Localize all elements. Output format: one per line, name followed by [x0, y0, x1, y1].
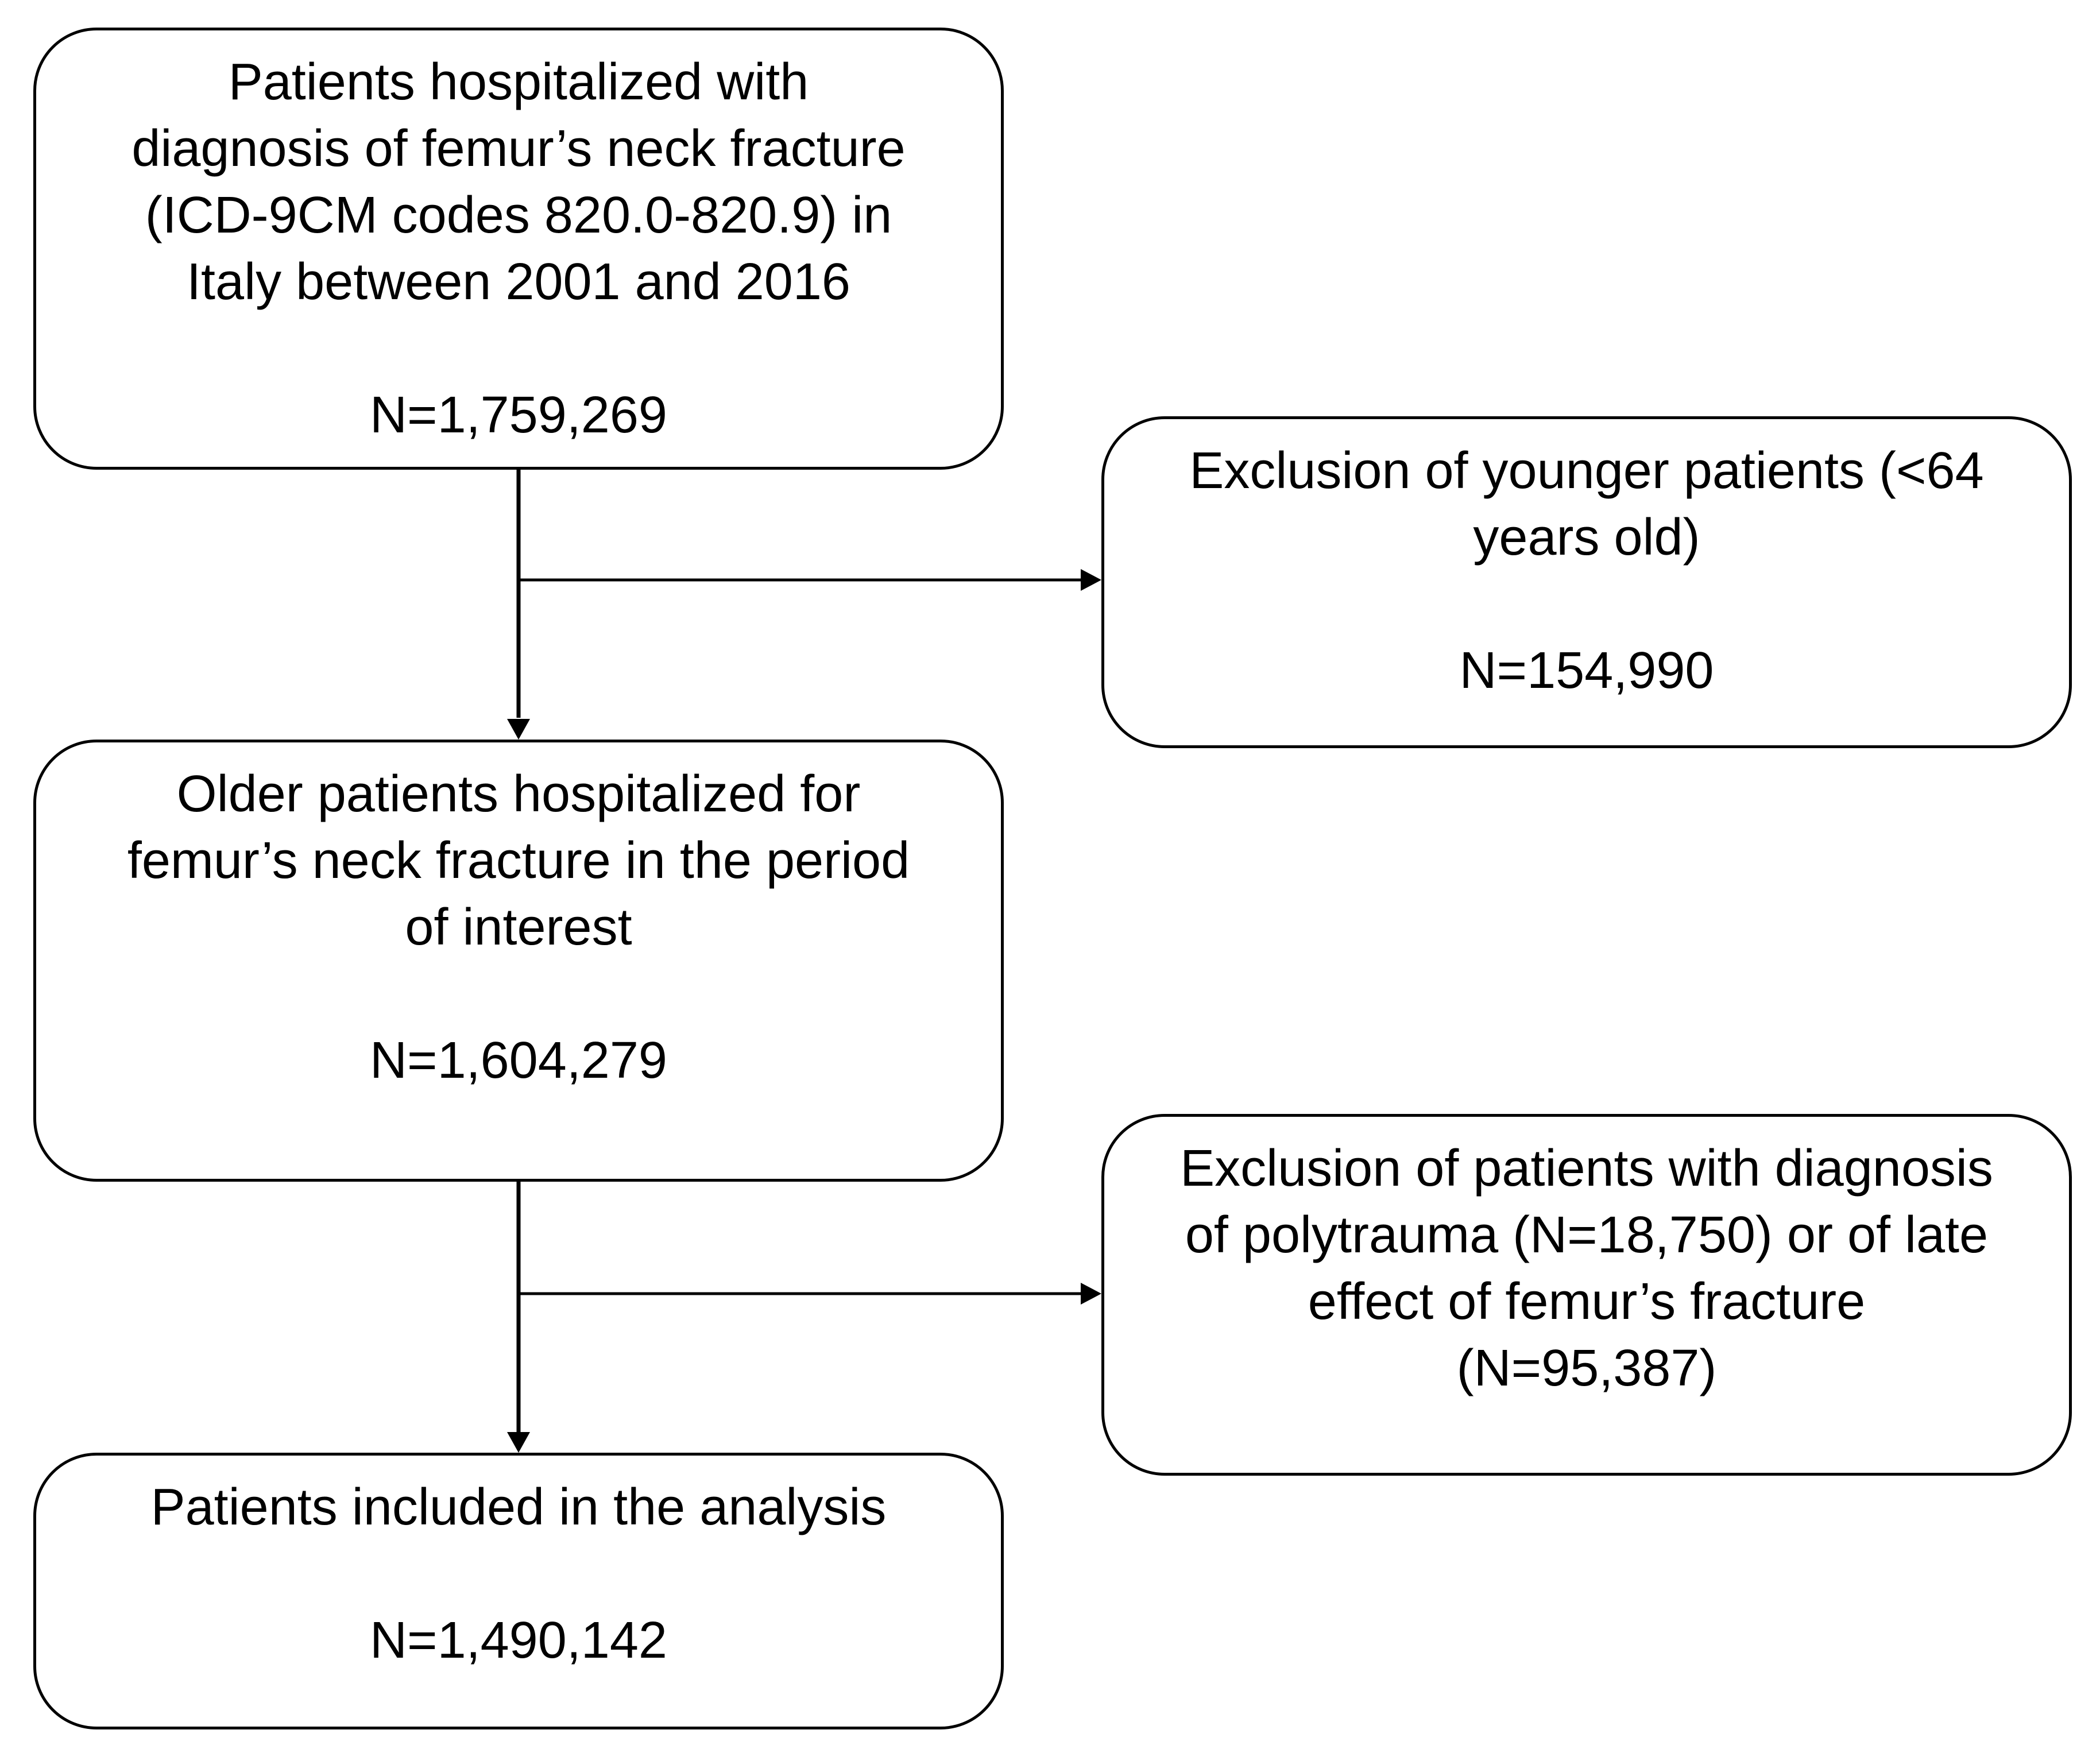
box-older-patients: Older patients hospitalized for femur’s … [33, 740, 1004, 1182]
box-included-patients: Patients included in the analysis N=1,49… [33, 1453, 1004, 1729]
arrowhead-right-2 [1081, 1283, 1101, 1305]
box-older-line-3: of interest [405, 899, 632, 956]
box-older-line-2: femur’s neck fracture in the period [127, 832, 910, 889]
box-exclusion-polytrauma-line-2: of polytrauma (N=18,750) or of late [1185, 1206, 1989, 1264]
spacer [1104, 571, 2069, 637]
spacer [36, 315, 1001, 382]
arrowhead-down-2 [507, 1432, 530, 1453]
box-older-count: N=1,604,279 [370, 1032, 667, 1089]
box-exclusion-younger-line-2: years old) [1473, 509, 1700, 566]
box-exclusion-polytrauma-line-3: effect of femur’s fracture [1308, 1273, 1866, 1330]
box-exclusion-polytrauma-line-4: (N=95,387) [1456, 1340, 1717, 1397]
box-total-line-4: Italy between 2001 and 2016 [187, 253, 850, 311]
box-exclusion-younger: Exclusion of younger patients (<64 years… [1101, 416, 2072, 748]
box-total-line-2: diagnosis of femur’s neck fracture [132, 120, 906, 177]
arrowhead-right-1 [1081, 569, 1101, 591]
box-total-line-3: (ICD-9CM codes 820.0-820.9) in [145, 187, 892, 244]
box-total-patients: Patients hospitalized with diagnosis of … [33, 28, 1004, 470]
spacer [36, 961, 1001, 1027]
box-exclusion-polytrauma-line-1: Exclusion of patients with diagnosis [1180, 1140, 1993, 1197]
box-included-count: N=1,490,142 [370, 1612, 667, 1669]
box-exclusion-younger-line-1: Exclusion of younger patients (<64 [1189, 442, 1984, 500]
box-total-line-1: Patients hospitalized with [228, 53, 809, 111]
arrowhead-down-1 [507, 719, 530, 740]
box-exclusion-polytrauma: Exclusion of patients with diagnosis of … [1101, 1114, 2072, 1476]
spacer [36, 1541, 1001, 1607]
box-total-count: N=1,759,269 [370, 386, 667, 444]
box-exclusion-younger-count: N=154,990 [1459, 642, 1714, 699]
box-older-line-1: Older patients hospitalized for [176, 765, 861, 823]
box-included-line-1: Patients included in the analysis [150, 1479, 887, 1536]
